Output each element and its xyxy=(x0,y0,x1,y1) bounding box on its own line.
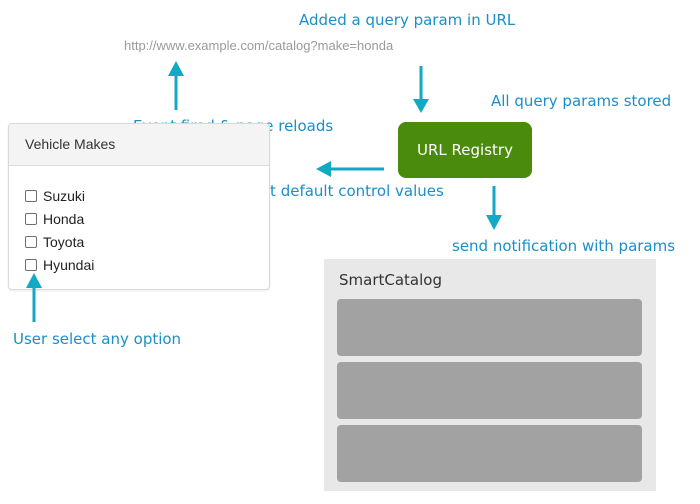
vehicle-makes-panel: Vehicle Makes Suzuki Honda Toyota Hyunda… xyxy=(8,123,270,290)
catalog-item xyxy=(337,425,642,482)
panel-title: Vehicle Makes xyxy=(9,124,269,166)
option-hyundai[interactable]: Hyundai xyxy=(25,253,269,276)
note-set-defaults: set default control values xyxy=(253,182,444,200)
arrow-url-to-registry xyxy=(413,66,429,113)
option-label: Toyota xyxy=(43,233,85,250)
checkbox[interactable] xyxy=(25,212,37,225)
option-suzuki[interactable]: Suzuki xyxy=(25,184,269,207)
checkbox[interactable] xyxy=(25,235,37,248)
option-honda[interactable]: Honda xyxy=(25,207,269,230)
catalog-item xyxy=(337,299,642,356)
smart-catalog: SmartCatalog xyxy=(324,259,656,491)
checkbox[interactable] xyxy=(25,189,37,202)
option-label: Honda xyxy=(43,210,85,227)
url-text: http://www.example.com/catalog?make=hond… xyxy=(124,38,394,53)
arrow-panel-to-url xyxy=(168,61,184,110)
catalog-title: SmartCatalog xyxy=(339,271,442,289)
arrow-registry-to-panel xyxy=(316,161,384,177)
option-label: Suzuki xyxy=(43,187,86,204)
option-label: Hyundai xyxy=(43,256,95,273)
checkbox[interactable] xyxy=(25,258,37,271)
arrow-registry-to-catalog xyxy=(486,186,502,230)
url-registry-box: URL Registry xyxy=(398,122,532,178)
catalog-item xyxy=(337,362,642,419)
options-list: Suzuki Honda Toyota Hyundai xyxy=(9,166,269,276)
url-registry-label: URL Registry xyxy=(417,141,513,159)
note-added-query-param: Added a query param in URL xyxy=(299,11,516,29)
note-user-select: User select any option xyxy=(13,330,182,348)
note-query-params-stored: All query params stored xyxy=(491,92,672,110)
note-send-notification: send notification with params xyxy=(452,237,676,255)
option-toyota[interactable]: Toyota xyxy=(25,230,269,253)
arrow-user-to-panel xyxy=(26,273,42,322)
